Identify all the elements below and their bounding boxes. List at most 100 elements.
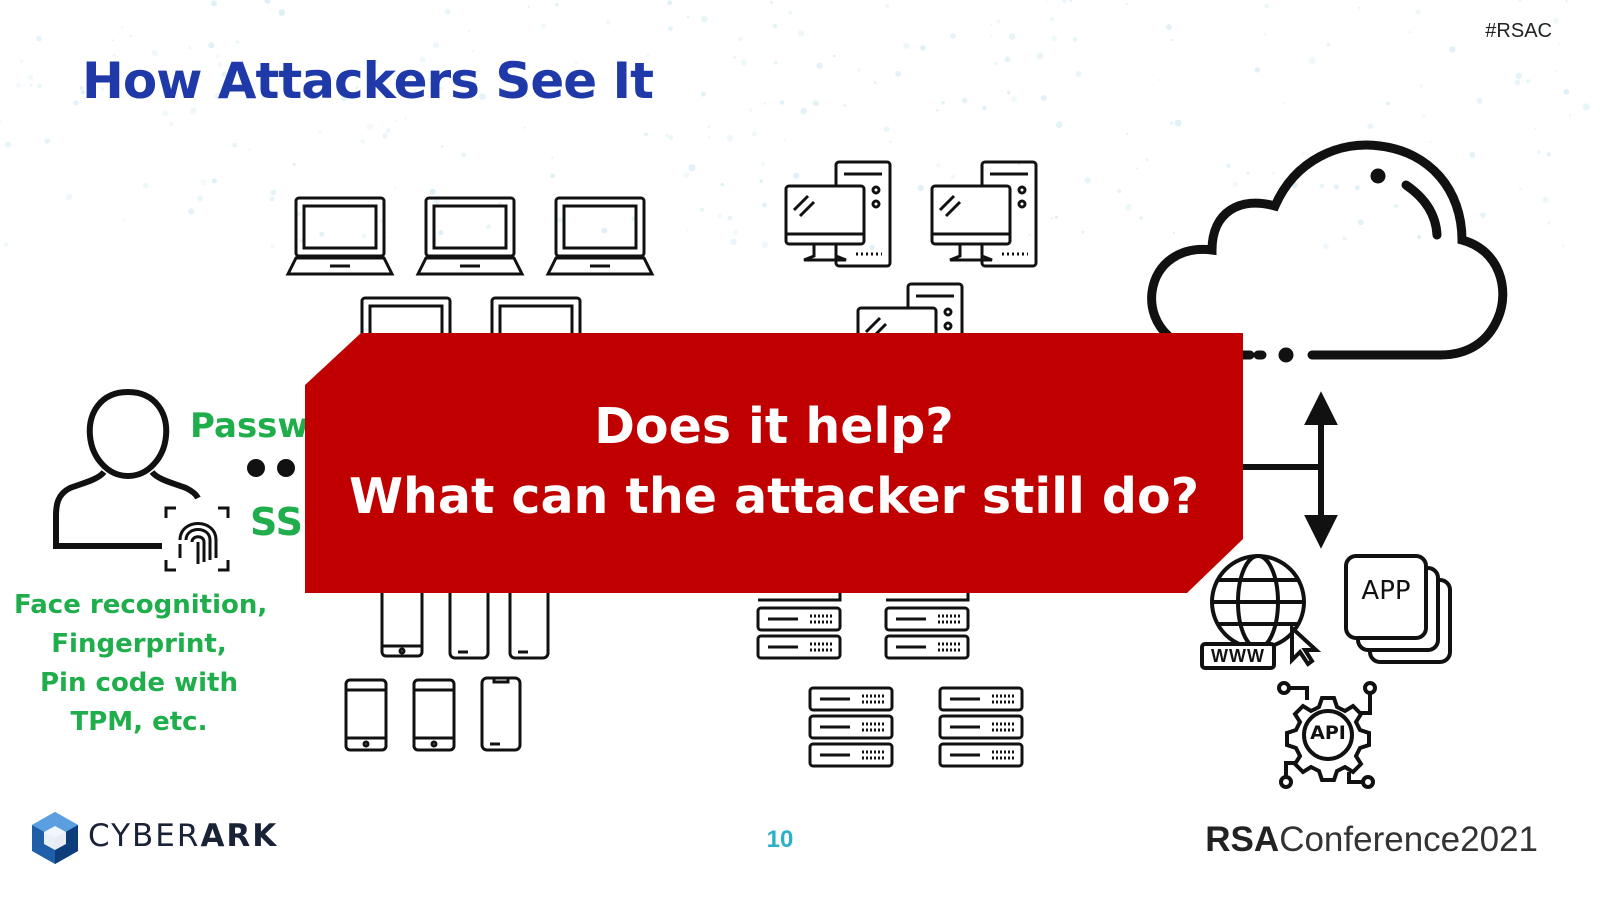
page-number: 10	[766, 826, 794, 853]
background-dot	[36, 35, 42, 42]
background-dot	[1552, 17, 1559, 24]
phone-icon	[448, 584, 490, 660]
rsa-logo-bold: RSA	[1205, 820, 1280, 859]
desktops-group	[784, 160, 1038, 390]
background-dot	[523, 126, 526, 129]
background-dot	[1046, 0, 1049, 3]
background-dot	[433, 42, 440, 49]
background-dot	[740, 59, 747, 66]
background-dot	[1126, 132, 1129, 136]
background-dot	[1004, 56, 1011, 63]
background-dot	[179, 80, 182, 84]
background-dot	[1342, 236, 1347, 241]
rsa-conference-logo: RSAConference2021	[1205, 820, 1538, 860]
background-dot	[29, 83, 33, 87]
background-dot	[355, 86, 359, 89]
background-dot	[65, 193, 73, 201]
background-dot	[1319, 183, 1325, 189]
background-dot	[292, 162, 296, 166]
background-dot	[720, 182, 724, 187]
background-dot	[732, 229, 739, 235]
phone-icon	[480, 676, 522, 752]
background-dot	[1050, 217, 1054, 220]
background-dot	[1323, 243, 1329, 250]
background-dot	[208, 42, 215, 49]
background-dot	[726, 135, 734, 142]
background-dot	[990, 23, 993, 27]
background-dot	[1300, 151, 1306, 157]
background-dot	[975, 94, 978, 98]
background-dot	[44, 138, 50, 144]
phone-icon	[344, 678, 388, 752]
background-dot	[920, 45, 926, 51]
server-rack-icon	[808, 686, 894, 768]
background-dot	[700, 207, 705, 212]
background-dot	[1084, 177, 1091, 184]
cyberark-light: CYBER	[88, 818, 201, 854]
background-dot	[479, 93, 486, 100]
background-dot	[1367, 123, 1374, 130]
background-dot	[1542, 196, 1549, 203]
laptop-icon	[545, 196, 655, 276]
background-dot	[541, 23, 547, 29]
background-dot	[783, 138, 786, 142]
background-dot	[770, 0, 773, 4]
background-dot	[433, 198, 440, 205]
background-dot	[461, 152, 467, 158]
background-dot	[129, 34, 133, 38]
background-dot	[1561, 244, 1566, 248]
background-dot	[1326, 42, 1331, 47]
background-dot	[950, 174, 956, 180]
background-dot	[1583, 103, 1590, 111]
background-dot	[936, 163, 941, 168]
background-dot	[665, 133, 669, 137]
background-dot	[555, 3, 559, 7]
background-dot	[440, 145, 444, 148]
auth-method-line: TPM, etc.	[70, 707, 208, 737]
cyberark-wordmark: CYBERARK	[88, 818, 278, 854]
background-dot	[527, 5, 531, 9]
background-dot	[373, 59, 378, 64]
background-dot	[318, 130, 323, 134]
background-dot	[111, 39, 115, 42]
background-dot	[1449, 46, 1456, 53]
server-rack-icon	[756, 588, 842, 660]
background-dot	[217, 61, 223, 68]
background-dot	[668, 26, 673, 32]
background-dot	[550, 156, 554, 159]
background-dot	[1174, 119, 1182, 127]
background-dot	[788, 11, 793, 15]
background-dot	[151, 50, 158, 57]
background-dot	[467, 29, 471, 33]
background-dot	[873, 81, 877, 84]
background-dot	[1062, 0, 1067, 3]
background-dot	[903, 42, 910, 49]
background-dot	[1117, 189, 1122, 194]
background-dot	[1125, 2, 1129, 5]
background-dot	[950, 33, 956, 39]
background-dot	[73, 100, 79, 106]
background-dot	[1263, 32, 1267, 36]
background-dot	[1417, 235, 1421, 239]
background-dot	[361, 234, 366, 239]
background-dot	[319, 231, 325, 237]
background-dot	[471, 50, 474, 53]
background-dot	[1125, 203, 1132, 211]
background-dot	[1429, 140, 1432, 144]
background-dot	[162, 110, 169, 117]
background-dot	[1036, 52, 1044, 60]
background-dot	[936, 109, 939, 112]
background-dot	[1355, 185, 1360, 191]
laptop-icon	[285, 196, 395, 276]
background-dot	[122, 219, 125, 222]
background-dot	[717, 213, 723, 219]
background-dot	[800, 107, 807, 115]
fingerprint-icon	[164, 506, 230, 572]
background-dot	[779, 100, 785, 105]
background-dot	[15, 82, 22, 88]
background-dot	[1069, 0, 1073, 3]
auth-methods-text: Face recognition, Fingerprint, Pin code …	[14, 586, 267, 742]
background-dot	[1546, 152, 1552, 157]
background-dot	[211, 178, 217, 184]
background-dot	[1558, 43, 1561, 46]
